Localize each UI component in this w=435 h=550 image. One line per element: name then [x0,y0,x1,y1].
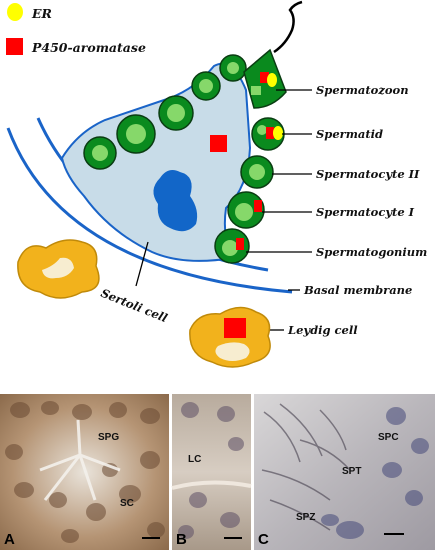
sertoli-cytoplasm [60,62,252,262]
legend-er-label: ER [31,6,52,21]
panel-a-label-spg: SPG [98,432,119,443]
spermatogonium-cell [214,228,250,264]
germ-cell [83,136,117,170]
leydig-right-nucleus [215,342,250,361]
panel-c-label-spc: SPC [378,432,399,443]
label-spermatid: Spermatid [316,127,383,141]
basal-membrane-outer-arc [6,127,293,294]
leydig-aromatase-icon [224,318,246,338]
panel-c-label-spt: SPT [342,466,361,477]
germ-cell [158,95,194,131]
panel-a-letter: A [4,531,15,548]
panel-b-letter: B [176,531,187,548]
spermatid-aromatase-icon [266,127,274,139]
label-sertoli-cell: Sertoli cell [99,286,170,326]
panel-b-label-lc: LC [188,454,201,465]
germ-cells-arc [83,0,303,264]
label-spermatocyte2: Spermatocyte II [316,167,420,181]
label-spermatogonium: Spermatogonium [316,245,427,259]
label-leydig-cell: Leydig cell [287,323,358,337]
micrograph-panel-c: SPC SPT SPZ C [254,394,435,550]
aromatase-icon [6,38,23,55]
spermatocyte-ii-cell [240,155,274,189]
sertoli-cell [60,62,252,262]
label-basal-membrane: Basal membrane [303,283,412,297]
spermatocyte-i-aromatase-icon [254,200,262,212]
legend: ER P450-aromatase [6,3,146,55]
panel-c-label-spz: SPZ [296,512,315,523]
leydig-cell-left [17,239,100,299]
germ-cell [191,71,221,101]
label-spermatocyte1: Spermatocyte I [316,205,415,219]
leydig-cell-right [189,306,271,368]
leader-lines [135,89,312,331]
micrograph-panel-a: SPG SC A [0,394,169,550]
spermatid-cell [251,117,285,151]
spermatozoon-cell [243,0,303,109]
leydig-left-nucleus [42,257,74,279]
spermatozoon-aromatase-icon [260,72,269,83]
legend-aromatase-label: P450-aromatase [31,40,146,55]
sertoli-nucleus [153,170,198,232]
germ-cell [219,54,247,82]
micrograph-panel-b: LC B [171,394,252,550]
panel-c-letter: C [258,531,269,548]
sertoli-aromatase-icon [210,135,227,152]
germ-cell [116,114,156,154]
spermatid-er-icon [273,126,283,140]
spermatozoon-light-spot [251,86,261,95]
label-spermatozoon: Spermatozoon [316,83,409,97]
er-icon [7,3,23,21]
spermatogonium-aromatase-icon [236,238,244,250]
leader-sertoli [135,241,149,287]
spermatozoon-er-icon [267,73,277,87]
spermatozoon-tail [273,0,303,54]
panel-a-label-sc: SC [120,498,134,509]
spermatocyte-i-cell [227,191,265,229]
